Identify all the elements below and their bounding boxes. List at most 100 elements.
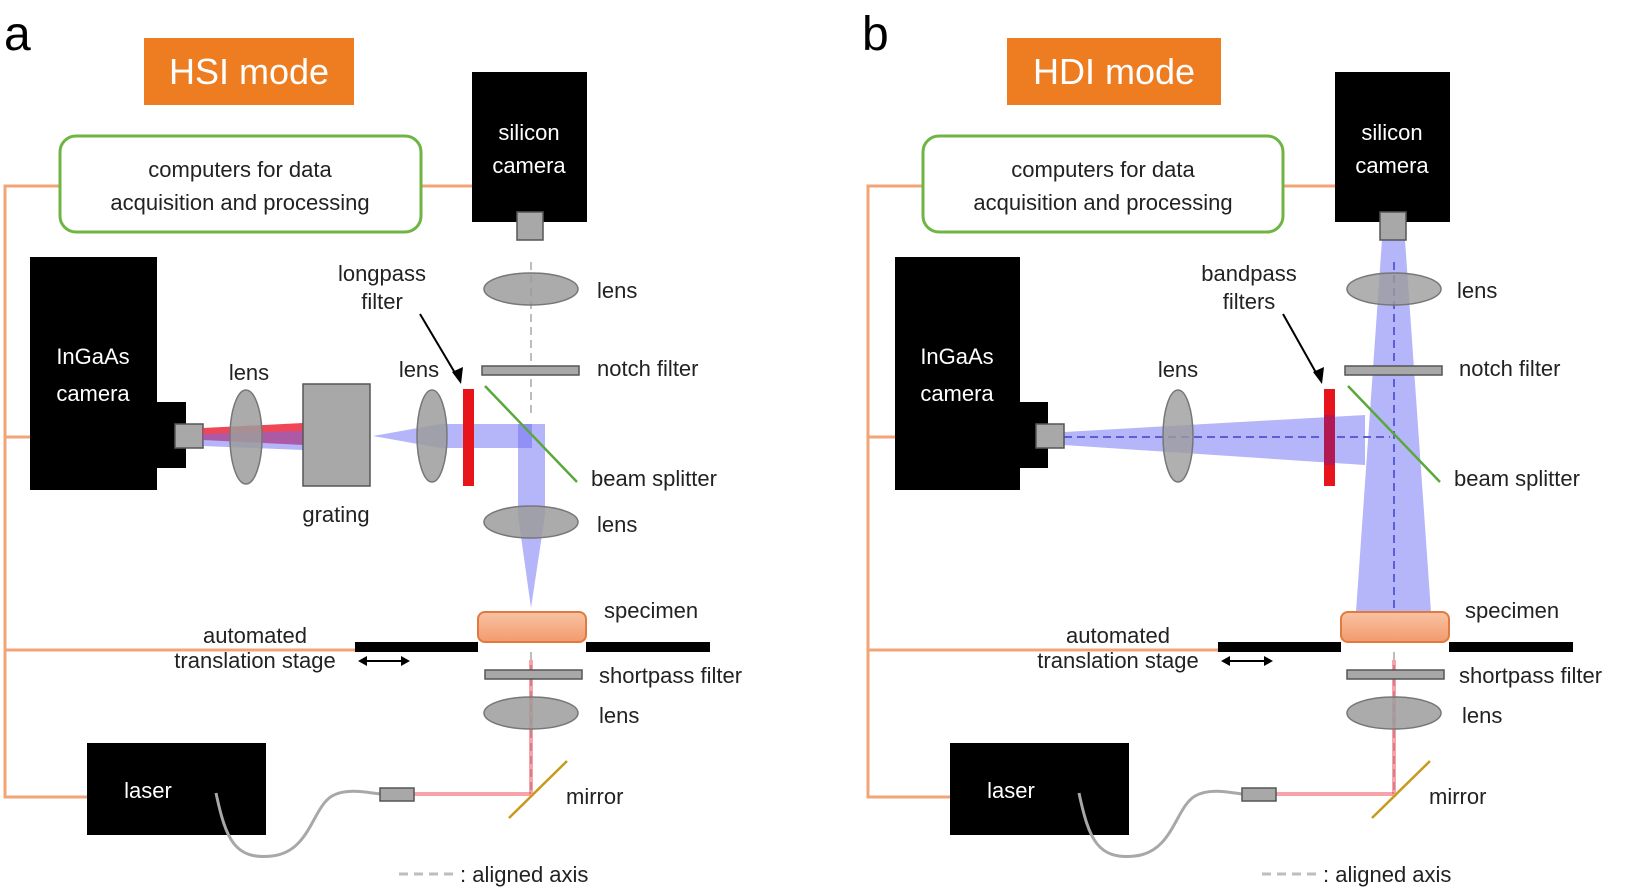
lens-label: lens — [597, 278, 637, 303]
stage-label-line2: translation stage — [174, 648, 335, 673]
emission-beam-horizontal — [373, 424, 532, 448]
aligned-axis-legend-label: : aligned axis — [460, 862, 588, 887]
stage-aperture — [478, 642, 586, 652]
aligned-axis-legend-label: : aligned axis — [1323, 862, 1451, 887]
filter-label-line2: filters — [1223, 289, 1276, 314]
lens-label: lens — [229, 360, 269, 385]
filter-pointer — [419, 313, 459, 379]
grating-label: grating — [302, 502, 369, 527]
stage-double-arrow-icon — [1221, 656, 1273, 666]
lens-label: lens — [599, 703, 639, 728]
lens-label: lens — [1462, 703, 1502, 728]
lens-label: lens — [597, 512, 637, 537]
ingaas-camera-label-line1: InGaAs — [920, 344, 993, 369]
ingaas-camera-label-line2: camera — [56, 381, 130, 406]
grating — [302, 383, 371, 487]
stage-aperture — [1341, 642, 1449, 652]
silicon-camera-port — [1379, 211, 1407, 241]
ingaas-camera-label-line2: camera — [920, 381, 994, 406]
stage-label-line1: automated — [203, 623, 307, 648]
mode-badge-label: HDI mode — [1033, 51, 1195, 92]
specimen — [477, 611, 587, 643]
shortpass-filter — [1346, 669, 1445, 680]
optical-fiber — [214, 789, 381, 858]
silicon-camera-label-line2: camera — [492, 153, 566, 178]
computers-box — [921, 134, 1285, 234]
bandpass-filters-overlap — [1324, 415, 1335, 465]
computers-box — [58, 134, 423, 234]
computers-label-line1: computers for data — [148, 157, 332, 182]
mirror-label: mirror — [566, 784, 623, 809]
beam-splitter-label: beam splitter — [591, 466, 717, 491]
panel-a: a HSI mode computers for data acquisitio… — [3, 8, 742, 887]
wiring — [866, 184, 1335, 799]
ingaas-camera-port — [174, 423, 204, 449]
laser-label: laser — [987, 778, 1035, 803]
wiring — [3, 184, 472, 799]
lens-silicon — [483, 272, 579, 306]
notch-filter — [481, 365, 580, 376]
beam-splitter-label: beam splitter — [1454, 466, 1580, 491]
fiber-collimator — [379, 787, 415, 802]
mirror — [1371, 760, 1431, 819]
ingaas-camera — [30, 257, 157, 490]
lens-ingaas — [1162, 389, 1194, 483]
shortpass-filter — [484, 669, 583, 680]
lens-excitation — [483, 696, 579, 730]
panel-letter: b — [862, 8, 889, 61]
lens-objective — [483, 505, 579, 539]
mode-badge-label: HSI mode — [169, 51, 329, 92]
beam-splitter — [1347, 385, 1441, 483]
filter-pointer-arrowhead — [1313, 367, 1324, 384]
imaging-beam-horizontal — [1064, 415, 1365, 465]
stage-label-line2: translation stage — [1037, 648, 1198, 673]
stage-double-arrow-icon — [358, 656, 410, 666]
lens-label: lens — [399, 357, 439, 382]
specimen-label: specimen — [604, 598, 698, 623]
silicon-camera-label-line2: camera — [1355, 153, 1429, 178]
ingaas-camera-port — [1035, 423, 1065, 449]
mirror-label: mirror — [1429, 784, 1486, 809]
beam-splitter — [484, 385, 578, 483]
longpass-filter — [463, 389, 474, 486]
computers-label-line1: computers for data — [1011, 157, 1195, 182]
lens-grating — [416, 389, 448, 483]
mirror — [508, 760, 568, 819]
mode-badge — [144, 38, 354, 105]
filter-label-line2: filter — [361, 289, 403, 314]
silicon-camera-port — [516, 211, 544, 241]
lens-label: lens — [1158, 357, 1198, 382]
shortpass-filter-label: shortpass filter — [1459, 663, 1602, 688]
lens-label: lens — [1457, 278, 1497, 303]
specimen-label: specimen — [1465, 598, 1559, 623]
filter-label-line1: longpass — [338, 261, 426, 286]
notch-filter — [1344, 365, 1443, 376]
filter-label-line1: bandpass — [1201, 261, 1296, 286]
ingaas-camera — [895, 257, 1020, 490]
silicon-camera — [1335, 72, 1450, 222]
laser-label: laser — [124, 778, 172, 803]
optical-fiber — [1077, 789, 1243, 858]
silicon-camera-label-line1: silicon — [498, 120, 559, 145]
ingaas-camera-label-line1: InGaAs — [56, 344, 129, 369]
mode-badge — [1007, 38, 1221, 105]
panel-b: b HDI mode computers for data acquisitio… — [862, 8, 1602, 887]
notch-filter-label: notch filter — [597, 356, 699, 381]
lens-excitation — [1346, 696, 1442, 730]
lens-ingaas — [229, 389, 263, 485]
silicon-camera — [472, 72, 587, 222]
computers-label-line2: acquisition and processing — [110, 190, 369, 215]
computers-label-line2: acquisition and processing — [973, 190, 1232, 215]
stage-label-line1: automated — [1066, 623, 1170, 648]
laser — [950, 743, 1129, 835]
fiber-collimator — [1241, 787, 1277, 802]
notch-filter-label: notch filter — [1459, 356, 1561, 381]
filter-pointer-arrowhead — [452, 367, 463, 384]
silicon-camera-label-line1: silicon — [1361, 120, 1422, 145]
shortpass-filter-label: shortpass filter — [599, 663, 742, 688]
filter-pointer — [1282, 313, 1320, 379]
specimen — [1340, 611, 1450, 643]
panel-letter: a — [4, 8, 31, 61]
laser — [87, 743, 266, 835]
